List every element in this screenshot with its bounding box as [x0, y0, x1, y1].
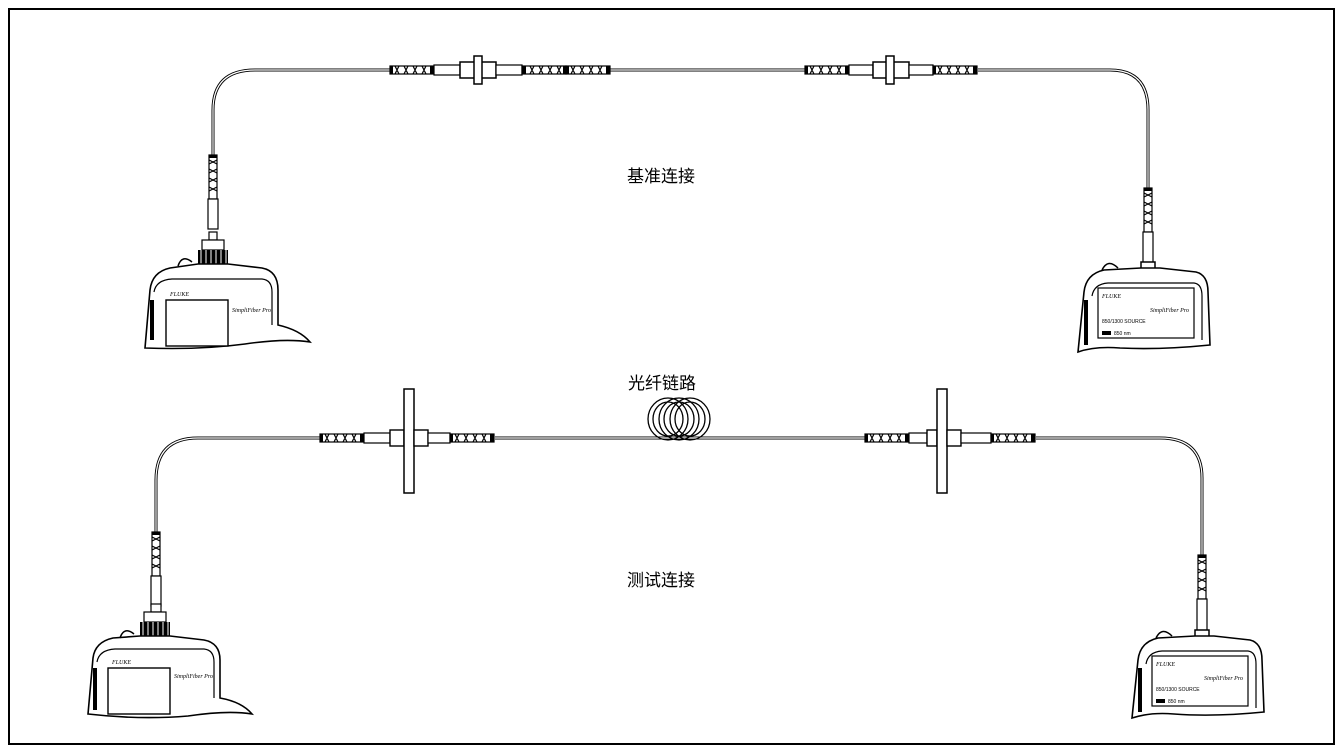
- reference-adapter-left: [389, 55, 611, 85]
- reference-cable-left: [211, 68, 390, 155]
- test-panel-left: [319, 388, 495, 494]
- reference-cable-right: [978, 68, 1150, 188]
- test-source-line: 850/1300 SOURCE: [1156, 687, 1200, 693]
- test-connection-group: FLUKE SimpliFiber Pro FLUKE SimpliFiber …: [87, 388, 1265, 720]
- test-panel-right: [864, 388, 1036, 494]
- test-source-device: FLUKE SimpliFiber Pro 850/1300 SOURCE 85…: [1131, 630, 1265, 720]
- test-cable-left: [154, 436, 320, 532]
- test-source-brand: FLUKE: [1155, 662, 1175, 668]
- fiber-spool-icon: [647, 397, 711, 441]
- fiber-link-label: 光纤链路: [628, 374, 696, 394]
- reference-meter-brand: FLUKE: [169, 292, 189, 298]
- reference-source-line: 850/1300 SOURCE: [1102, 319, 1146, 325]
- reference-source-device: FLUKE SimpliFiber Pro 850/1300 SOURCE 85…: [1077, 262, 1211, 354]
- reference-meter-device: FLUKE SimpliFiber Pro: [144, 258, 312, 350]
- reference-adapter-right: [804, 55, 978, 85]
- test-source-wavelength: 850 nm: [1168, 699, 1185, 705]
- reference-cable-left-inner: [212, 69, 390, 155]
- reference-source-model: SimpliFiber Pro: [1150, 308, 1189, 314]
- reference-source-connector: [1140, 187, 1156, 273]
- reference-source-wavelength: 850 nm: [1114, 331, 1131, 337]
- test-meter-device: FLUKE SimpliFiber Pro: [87, 630, 254, 719]
- diagram-frame: [8, 8, 1335, 745]
- reference-meter-connector: [198, 154, 228, 265]
- test-source-model: SimpliFiber Pro: [1204, 676, 1243, 682]
- test-meter-brand: FLUKE: [111, 660, 131, 666]
- test-meter-connector: [140, 531, 170, 637]
- test-cable-right: [1036, 436, 1204, 555]
- reference-connection-group: FLUKE SimpliFiber Pro FLUKE SimpliFiber …: [144, 55, 1211, 354]
- reference-meter-model: SimpliFiber Pro: [232, 308, 271, 314]
- reference-connection-label: 基准连接: [627, 167, 695, 187]
- test-source-connector: [1194, 554, 1210, 641]
- test-meter-model: SimpliFiber Pro: [174, 674, 213, 680]
- reference-source-brand: FLUKE: [1101, 294, 1121, 300]
- test-connection-label: 测试连接: [627, 571, 695, 591]
